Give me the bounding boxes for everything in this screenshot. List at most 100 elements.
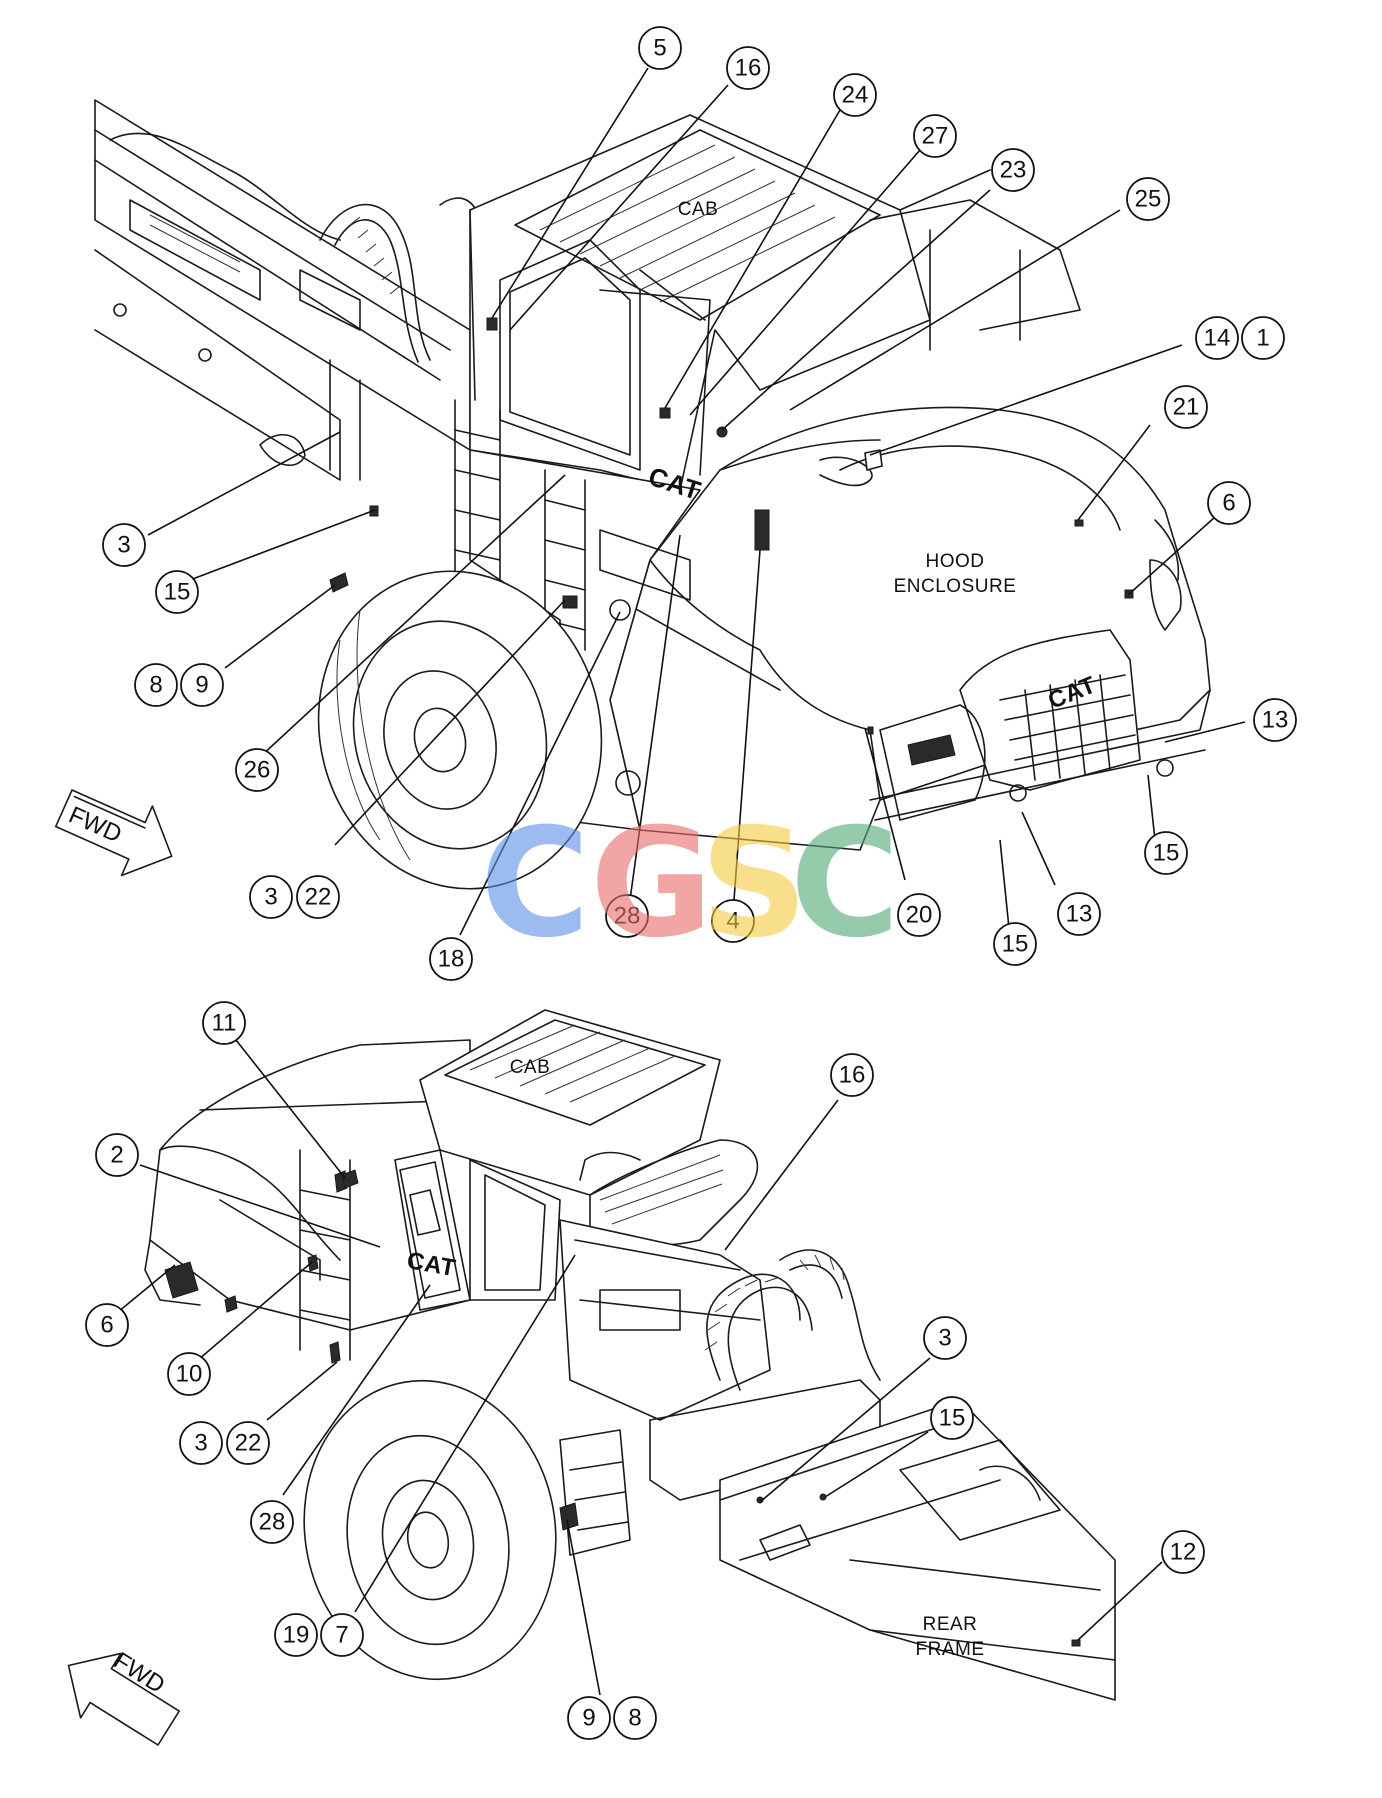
callout-6: 6 xyxy=(1207,481,1251,525)
svg-text:16: 16 xyxy=(839,1062,866,1089)
callout-28: 28 xyxy=(250,1500,294,1544)
watermark-letter-g: G xyxy=(590,797,713,971)
callout-6: 6 xyxy=(85,1303,129,1347)
cab-drawing-top: CAB xyxy=(469,114,1081,491)
svg-text:19: 19 xyxy=(283,1622,310,1649)
callout-24: 24 xyxy=(833,73,877,117)
svg-text:15: 15 xyxy=(1002,931,1029,958)
svg-text:13: 13 xyxy=(1262,707,1289,734)
svg-text:22: 22 xyxy=(235,1430,262,1457)
callout-5: 5 xyxy=(638,26,682,70)
callout-12: 12 xyxy=(1161,1530,1205,1574)
callout-27: 27 xyxy=(913,114,957,158)
svg-text:8: 8 xyxy=(149,672,162,699)
hood-label-line2: ENCLOSURE xyxy=(894,576,1017,597)
svg-text:23: 23 xyxy=(1000,157,1027,184)
rear-body-drawing xyxy=(144,1039,471,1364)
rear-frame-drawing: REAR FRAME xyxy=(719,1399,1116,1701)
cab-label-bottom: CAB xyxy=(510,1057,551,1078)
svg-text:3: 3 xyxy=(938,1325,951,1352)
hitch-hoses-drawing xyxy=(559,1219,881,1501)
svg-text:24: 24 xyxy=(842,82,869,109)
callout-16: 16 xyxy=(726,46,770,90)
svg-text:6: 6 xyxy=(100,1312,113,1339)
callout-25: 25 xyxy=(1126,177,1170,221)
callout-1: 1 xyxy=(1241,316,1285,360)
svg-text:18: 18 xyxy=(438,946,465,973)
svg-text:2: 2 xyxy=(110,1142,123,1169)
callout-2: 2 xyxy=(95,1133,139,1177)
svg-text:11: 11 xyxy=(212,1010,237,1037)
svg-text:1: 1 xyxy=(1256,325,1269,352)
svg-text:20: 20 xyxy=(906,902,933,929)
front-frame-drawing xyxy=(94,99,481,481)
callout-15: 15 xyxy=(993,922,1037,966)
callout-13: 13 xyxy=(1253,698,1297,742)
watermark-letter-s: S xyxy=(700,797,808,971)
svg-text:16: 16 xyxy=(735,55,762,82)
callout-15: 15 xyxy=(930,1396,974,1440)
callout-14: 14 xyxy=(1195,316,1239,360)
callout-15: 15 xyxy=(155,570,199,614)
callout-4: 4 xyxy=(711,899,755,943)
svg-text:3: 3 xyxy=(194,1430,207,1457)
callout-3: 3 xyxy=(249,875,293,919)
callout-3: 3 xyxy=(179,1421,223,1465)
top-view: CAB HOOD xyxy=(54,26,1297,981)
callout-3: 3 xyxy=(923,1316,967,1360)
svg-text:9: 9 xyxy=(195,672,208,699)
svg-text:15: 15 xyxy=(939,1405,966,1432)
callout-18: 18 xyxy=(429,937,473,981)
callout-23: 23 xyxy=(991,148,1035,192)
svg-text:15: 15 xyxy=(1153,840,1180,867)
callout-8: 8 xyxy=(134,663,178,707)
callout-20: 20 xyxy=(897,893,941,937)
callout-9: 9 xyxy=(180,663,224,707)
callout-28: 28 xyxy=(605,894,649,938)
svg-text:27: 27 xyxy=(922,123,949,150)
svg-text:3: 3 xyxy=(264,884,277,911)
watermark-letter-c1: C xyxy=(480,797,590,971)
callout-9: 9 xyxy=(567,1696,611,1740)
svg-text:25: 25 xyxy=(1135,186,1162,213)
hood-label-line1: HOOD xyxy=(926,551,985,572)
svg-text:4: 4 xyxy=(726,908,739,935)
watermark: C G S C xyxy=(480,797,900,971)
svg-text:6: 6 xyxy=(1222,490,1235,517)
callout-7: 7 xyxy=(320,1613,364,1657)
callout-11: 11 xyxy=(202,1001,246,1045)
svg-text:5: 5 xyxy=(653,35,666,62)
svg-text:13: 13 xyxy=(1066,901,1093,928)
callout-8: 8 xyxy=(613,1696,657,1740)
svg-text:10: 10 xyxy=(176,1361,203,1388)
svg-text:28: 28 xyxy=(614,903,641,930)
svg-text:28: 28 xyxy=(259,1509,286,1536)
callout-16: 16 xyxy=(830,1053,874,1097)
rear-frame-label-line2: FRAME xyxy=(916,1639,985,1660)
svg-text:3: 3 xyxy=(117,532,130,559)
hood-drawing: HOOD ENCLOSURE CAT xyxy=(609,406,1211,851)
svg-text:12: 12 xyxy=(1170,1539,1197,1566)
cab-label-top: CAB xyxy=(678,199,719,220)
svg-text:26: 26 xyxy=(244,757,271,784)
svg-text:22: 22 xyxy=(305,884,332,911)
leader-lines-top xyxy=(147,67,1246,939)
watermark-letter-c2: C xyxy=(790,797,900,971)
fwd-arrow-icon: FWD xyxy=(54,789,173,877)
rear-tire-bottom xyxy=(303,1379,631,1681)
callout-13: 13 xyxy=(1057,892,1101,936)
svg-text:14: 14 xyxy=(1204,325,1231,352)
callout-10: 10 xyxy=(167,1352,211,1396)
fwd-arrow-icon xyxy=(67,1652,180,1746)
cab-drawing-bottom: CAT CAB xyxy=(394,1009,759,1311)
callout-22: 22 xyxy=(296,875,340,919)
bottom-view: CAT CAB REAR xyxy=(67,1001,1205,1746)
svg-text:8: 8 xyxy=(628,1705,641,1732)
callout-21: 21 xyxy=(1164,385,1208,429)
front-tire-top xyxy=(317,570,603,890)
callout-26: 26 xyxy=(235,748,279,792)
svg-text:15: 15 xyxy=(164,579,191,606)
rear-frame-label-line1: REAR xyxy=(923,1614,978,1635)
